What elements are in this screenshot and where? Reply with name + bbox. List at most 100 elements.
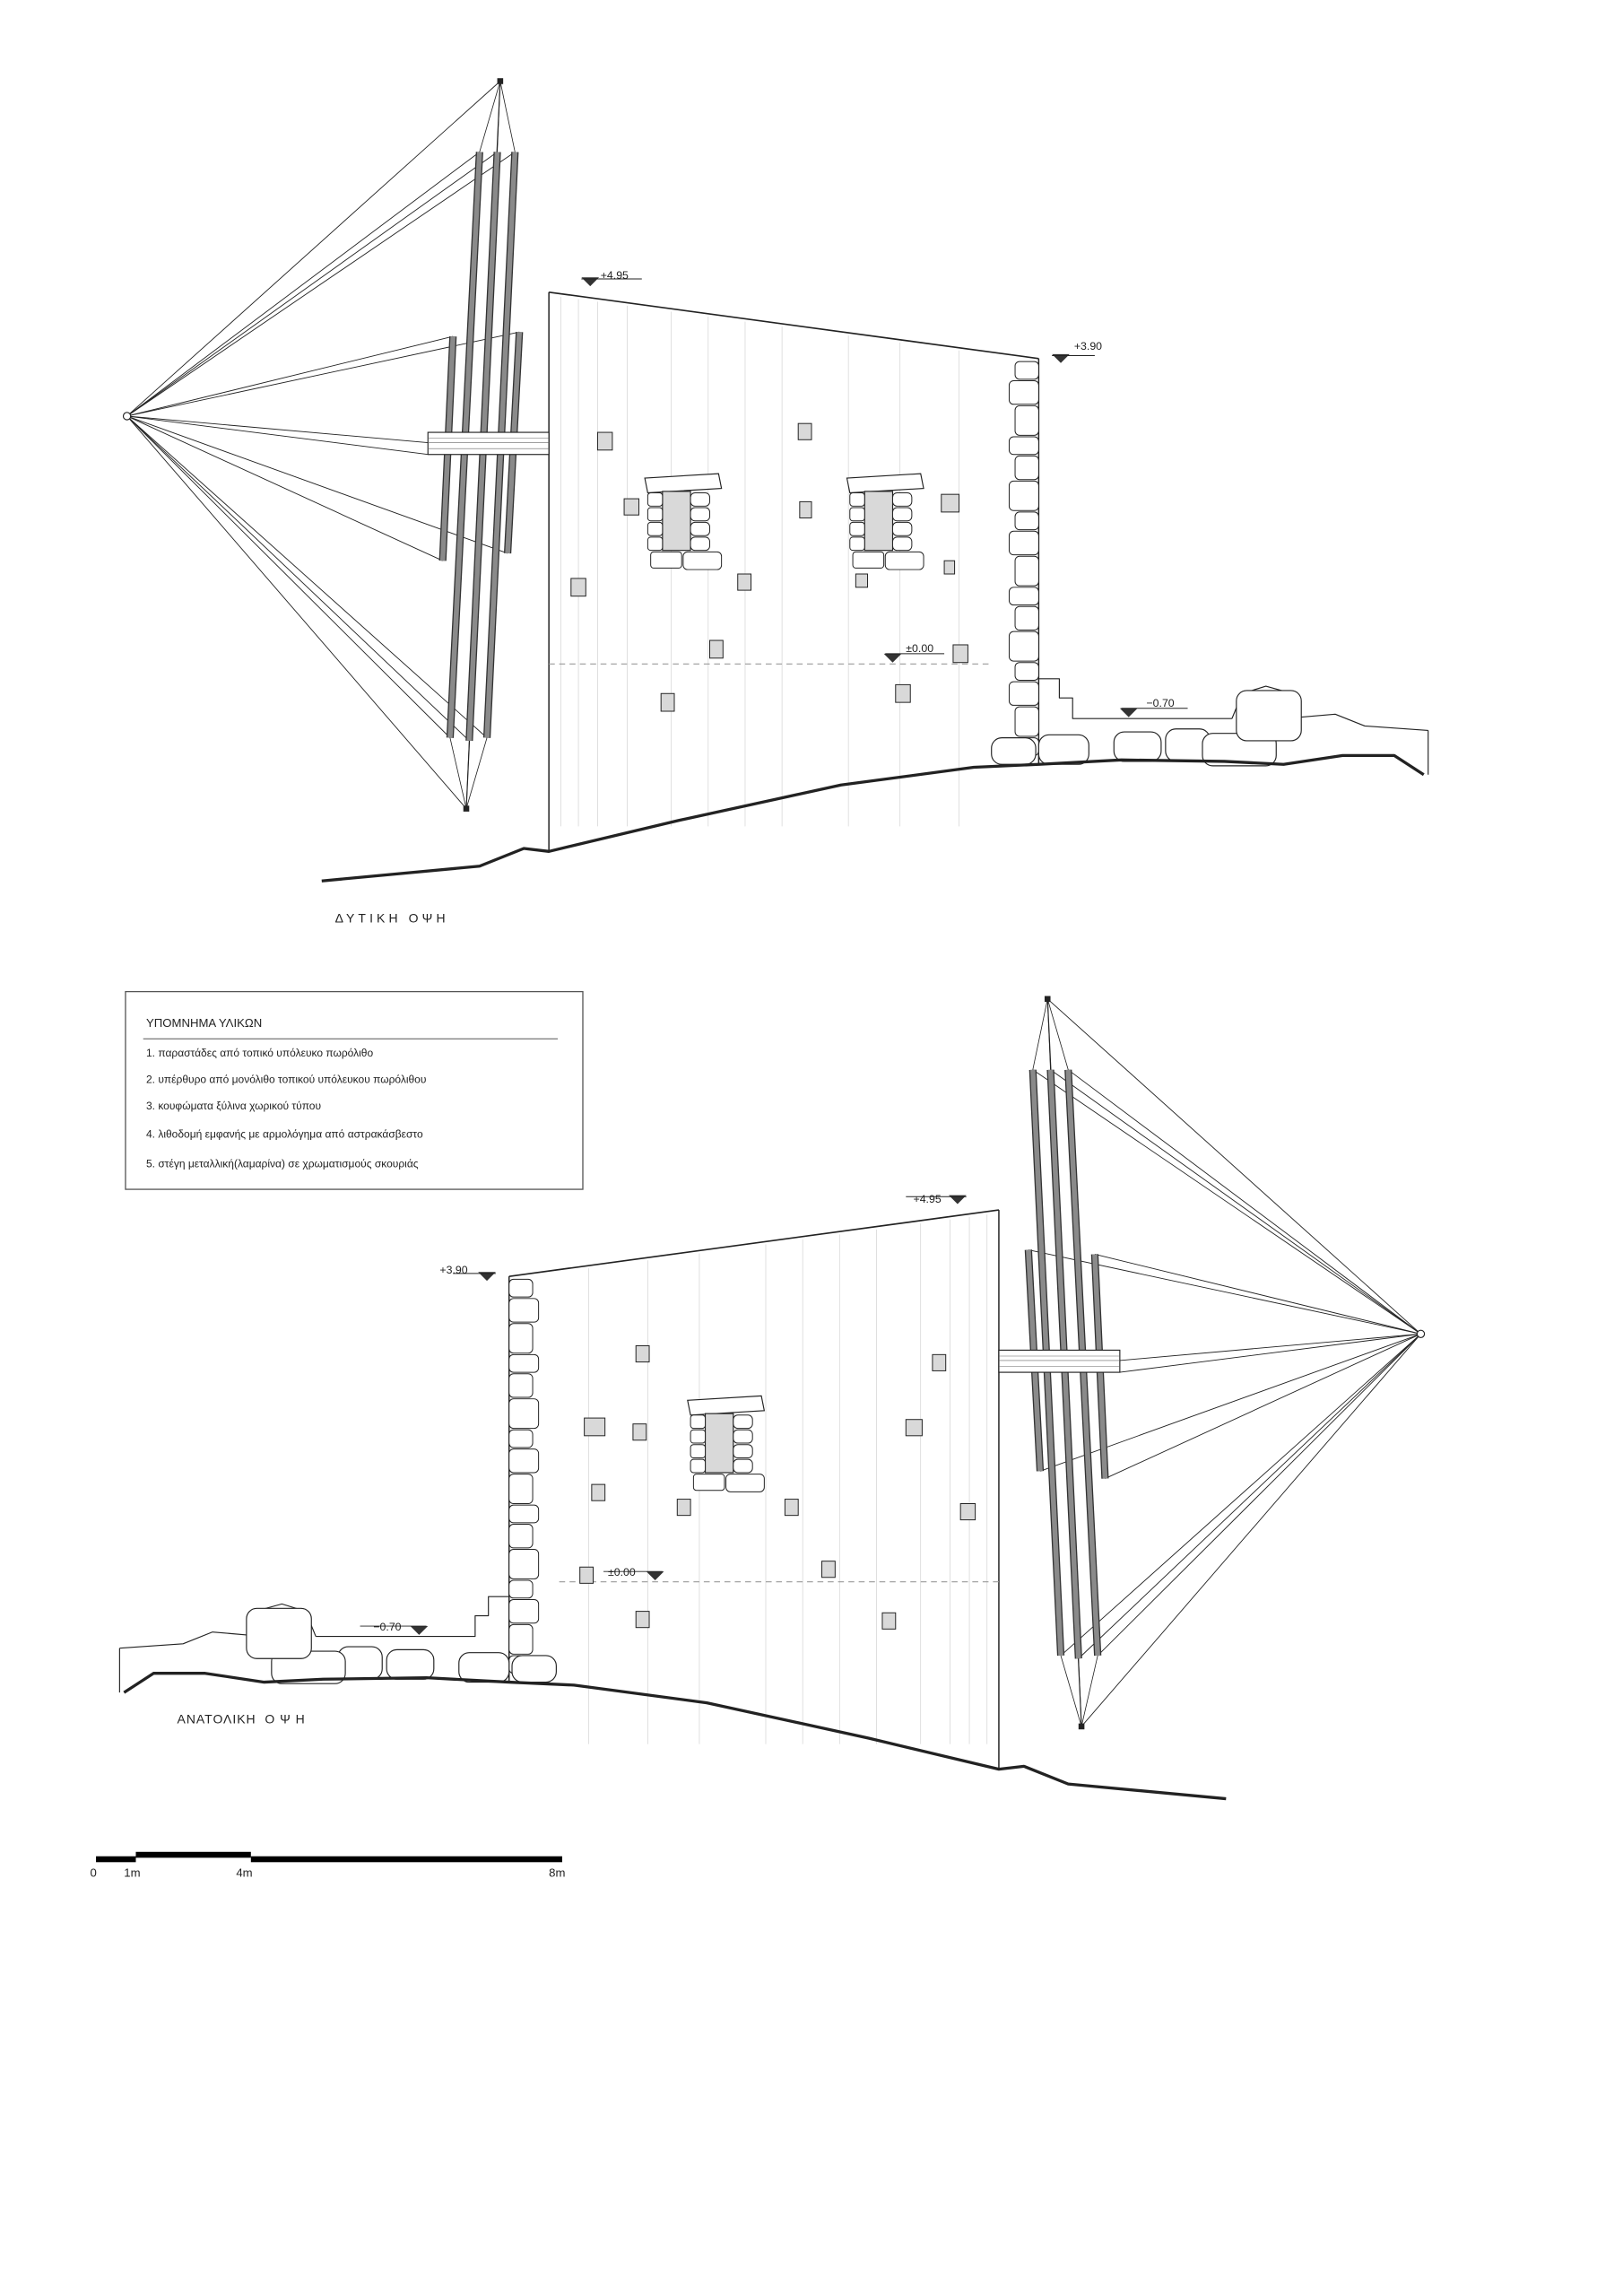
- sill-stone: [725, 1474, 765, 1492]
- exposed-stone: [591, 1483, 606, 1501]
- sail-rigging-line: [126, 81, 501, 417]
- exposed-stone: [941, 493, 960, 513]
- exposed-stone: [821, 1561, 836, 1578]
- exposed-stone: [584, 1417, 606, 1437]
- corner-stone: [1014, 555, 1039, 587]
- sail-rigging-line: [1032, 998, 1048, 1070]
- east-elevation-title: ΑΝΑΤΟΛΙΚΗ Ο Ψ Η: [178, 1712, 306, 1726]
- corner-stone: [1008, 436, 1039, 456]
- ground-stone: [991, 737, 1037, 765]
- materials-legend: ΥΠΟΜΝΗΜΑ ΥΛΙΚΩΝ 1. παραστάδες από τοπικό…: [125, 990, 584, 1190]
- jamb-stone: [690, 1444, 707, 1458]
- sail-rigging-line: [126, 415, 429, 444]
- legend-item: 3. κουφώματα ξύλινα χωρικού τύπου: [146, 1100, 321, 1112]
- stone-window: [846, 473, 924, 570]
- jamb-stone: [891, 492, 913, 507]
- sail-rigging-line: [126, 415, 467, 809]
- ground-stone: [458, 1652, 510, 1683]
- sail-rigging-line: [1046, 998, 1069, 1070]
- west-elevation-title: ΔΥΤΙΚΗ ΟΨΗ: [335, 910, 449, 925]
- ground-stone: [1236, 690, 1302, 742]
- level-marker-triangle: [949, 1195, 967, 1205]
- mast-bottom-cap: [1078, 1723, 1085, 1730]
- exposed-stone: [895, 683, 911, 703]
- sail-rigging-line: [126, 415, 488, 738]
- sail-rigging-line: [1094, 1254, 1421, 1335]
- jamb-stone: [733, 1429, 753, 1444]
- sill-stone: [682, 551, 723, 570]
- sail-rigging-line: [1081, 1334, 1421, 1727]
- corner-stone: [1014, 404, 1039, 436]
- level-label-east-eave: +3.90: [439, 1264, 467, 1276]
- exposed-stone: [932, 1353, 947, 1371]
- sail-rigging-line: [1046, 998, 1421, 1335]
- ground-stone: [1037, 734, 1089, 765]
- sail-rigging-line: [1081, 1655, 1098, 1727]
- corner-stone: [1008, 530, 1039, 556]
- window-lintel: [644, 473, 723, 494]
- ground-line: [321, 753, 1425, 883]
- legend-item: 1. παραστάδες από τοπικό υπόλευκο πωρόλι…: [146, 1047, 373, 1059]
- exposed-stone: [708, 639, 724, 659]
- exposed-stone: [676, 1499, 691, 1517]
- corner-stone: [1014, 706, 1039, 737]
- west-elevation: [122, 78, 1429, 883]
- scale-label: 8m: [549, 1866, 565, 1880]
- exposed-stone: [660, 692, 675, 712]
- corner-stone: [1014, 605, 1039, 631]
- scale-bar: 0 1m 4m 8m: [90, 1851, 565, 1880]
- sail-rigging-line: [1032, 1069, 1421, 1335]
- exposed-stone: [623, 498, 639, 516]
- sail-rigging-line: [126, 152, 516, 417]
- annotations: [579, 1344, 976, 1630]
- jamb-stone: [690, 1414, 707, 1430]
- sail-rigging-line: [126, 152, 498, 417]
- stone-window: [687, 1395, 766, 1492]
- windmill-shaft: [998, 1349, 1121, 1373]
- corner-stone: [508, 1323, 534, 1354]
- sail-rigging-line: [126, 415, 470, 742]
- sail-rigging-line: [479, 81, 501, 152]
- corner-stone: [508, 1504, 540, 1524]
- scale-label: 1m: [124, 1866, 140, 1880]
- corner-stone: [1008, 480, 1039, 511]
- sill-stone: [884, 551, 924, 570]
- corner-stone: [1014, 511, 1039, 531]
- exposed-stone: [943, 560, 956, 575]
- scale-label: 0: [90, 1866, 96, 1880]
- exposed-stone: [905, 1419, 923, 1437]
- exposed-stone: [570, 578, 586, 597]
- jamb-stone: [849, 536, 865, 552]
- ground-stone: [511, 1655, 557, 1683]
- sail-rigging-line: [1105, 1333, 1421, 1479]
- sail-rigging-line: [1097, 1333, 1421, 1657]
- sail-rigging-line: [126, 415, 429, 456]
- jamb-stone: [733, 1414, 753, 1430]
- roof-line: [508, 1209, 1000, 1277]
- exposed-stone: [635, 1611, 650, 1629]
- corner-stone: [508, 1373, 534, 1398]
- level-label-east-floor: ±0.00: [608, 1566, 636, 1578]
- sail-rigging-line: [1119, 1333, 1421, 1361]
- jamb-stone: [690, 492, 710, 507]
- jamb-stone: [733, 1458, 753, 1474]
- corner-stone: [1014, 455, 1039, 481]
- legend-title: ΥΠΟΜΝΗΜΑ ΥΛΙΚΩΝ: [146, 1016, 262, 1030]
- mast-top-cap: [1044, 996, 1051, 1003]
- corner-stone: [508, 1623, 534, 1655]
- sail-rigging-line: [465, 737, 488, 809]
- corner-stone: [1008, 379, 1039, 405]
- exposed-stone: [797, 422, 812, 440]
- jamb-stone: [690, 521, 710, 536]
- exposed-stone: [579, 1566, 594, 1584]
- jamb-stone: [690, 536, 710, 552]
- roof-line: [549, 291, 1039, 360]
- jamb-stone: [690, 507, 710, 522]
- ground-stone: [386, 1648, 435, 1680]
- level-label-west-top: +4.95: [601, 269, 629, 282]
- level-label-east-top: +4.95: [914, 1193, 942, 1205]
- window-opening: [704, 1413, 734, 1474]
- sail-rigging-line: [1068, 1069, 1421, 1335]
- exposed-stone: [596, 431, 613, 451]
